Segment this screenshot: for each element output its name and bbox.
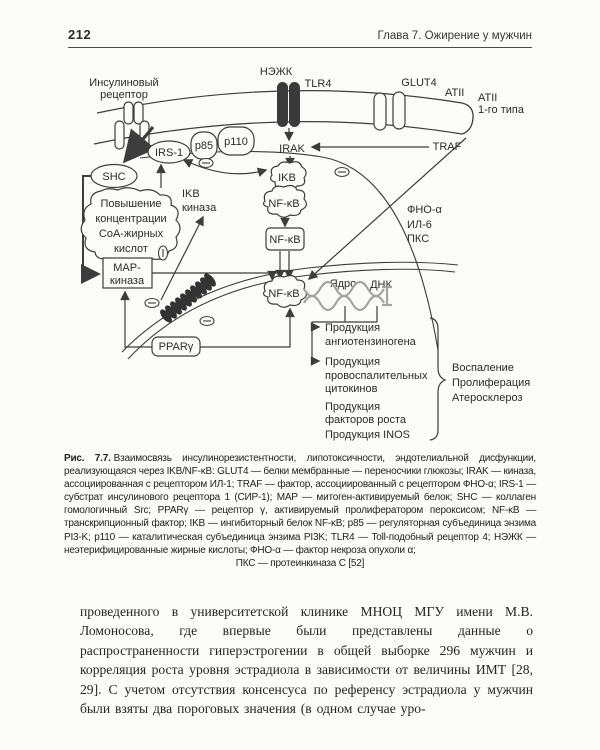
atii-receptor-label: ATII: [478, 92, 497, 104]
atii-label: ATII: [445, 87, 464, 99]
traf-label: TRAF: [433, 141, 462, 153]
nfkb-nuclear-label: NF-κB: [268, 288, 299, 300]
insulin-receptor-label: Инсулиновый: [89, 77, 158, 89]
product-3-line-2: факторов роста: [325, 414, 407, 426]
outcome-brace: [429, 317, 447, 441]
coa-cloud-text-1: Повышение: [100, 198, 161, 210]
product-3-line-1: Продукция: [325, 401, 380, 413]
ppar-label: PPARγ: [159, 341, 194, 353]
tnf-alpha-label: ФНО-α: [407, 204, 443, 216]
dna-label: ДНК: [370, 279, 392, 291]
product-4-line-1: Продукция INOS: [325, 429, 410, 441]
atii-receptor-bracket: [461, 102, 474, 135]
outcome-atherosclerosis: Атеросклероз: [452, 392, 523, 404]
coa-cloud-text-3: СоА-жирных: [99, 228, 164, 240]
irs1-label: IRS-1: [155, 147, 183, 159]
glut4-transporter: [373, 91, 406, 131]
glut4-label: GLUT4: [401, 77, 436, 89]
insulin-to-shc-arrow: [122, 125, 156, 164]
insulin-receptor-label-2: рецептор: [100, 89, 148, 101]
figure-caption-label: Рис. 7.7.: [64, 453, 111, 464]
tlr4-label: TLR4: [305, 78, 332, 90]
chapter-title: Глава 7. Ожирение у мужчин: [377, 30, 532, 42]
ikb-kinase-arrow: [160, 215, 204, 301]
product-1-line-2: ангиотензиногена: [325, 336, 417, 348]
ikb-kinase-label-1: IKB: [182, 188, 200, 200]
figure-caption: Рис. 7.7.Взаимосвязь инсулинорезистентно…: [64, 452, 536, 570]
nfkb-node-label: NF-κB: [268, 198, 299, 210]
shc-node: [90, 163, 138, 189]
outcome-proliferation: Пролиферация: [452, 377, 530, 389]
p110-node: [217, 126, 255, 156]
chromatin-coil: [160, 273, 216, 323]
p110-label: p110: [224, 136, 248, 148]
page-number: 212: [68, 27, 92, 42]
coa-cloud-text-4: кислот: [114, 243, 148, 255]
ppar-to-nfkb-arrow: [200, 307, 295, 348]
figure-caption-text: Взаимосвязь инсулинорезистентности, липо…: [64, 453, 536, 556]
coa-cloud-text-2: концентрации: [95, 213, 166, 225]
nfkb-node: [262, 184, 307, 218]
pkc-label: ПКС: [407, 233, 429, 245]
insulin-receptor: [114, 101, 150, 150]
ikb-kinase-label-2: киназа: [182, 202, 217, 214]
figure-caption-body: Рис. 7.7.Взаимосвязь инсулинорезистентно…: [64, 452, 536, 557]
map-to-nfkb-arrow: [152, 270, 277, 281]
il6-label: ИЛ-6: [407, 219, 432, 231]
body-paragraph: проведенного в университетской клинике М…: [80, 604, 533, 717]
irak-label: IRAK: [279, 143, 305, 155]
shc-label: SHC: [102, 171, 125, 183]
nfkb-box: [265, 227, 305, 251]
nucleus-label: Ядро: [330, 278, 357, 290]
outcome-inflammation: Воспаление: [452, 362, 514, 374]
figure-7-7-diagram: Инсулиновый рецептор НЭЖК TLR4 GLUT4 ATI…: [80, 66, 530, 441]
nfkb-nuclear-node: [262, 274, 307, 308]
product-2-line-1: Продукция: [325, 356, 380, 368]
irs1-node: [147, 140, 191, 164]
product-2-line-3: цитокинов: [325, 383, 378, 395]
page-header: 212 Глава 7. Ожирение у мужчин: [68, 27, 532, 48]
atii-receptor-label-2: 1-го типа: [478, 104, 525, 116]
map-kinase-box: [102, 257, 153, 289]
p85-label: p85: [195, 140, 213, 152]
nefa-label: НЭЖК: [260, 66, 293, 78]
dna-helix: [303, 280, 392, 312]
nfkb-box-label: NF-κB: [269, 234, 300, 246]
ikb-node-label: IKB: [278, 172, 296, 184]
product-1-line-1: Продукция: [325, 322, 380, 334]
irs1-ikb-double-arrow: [182, 159, 268, 177]
product-2-line-2: провоспалительных: [325, 370, 428, 382]
ppar-to-map-arrow: [120, 290, 152, 348]
tlr4-receptor: [277, 82, 300, 127]
figure-caption-last-line: ПКС — протеинкиназа С [52]: [235, 557, 365, 569]
map-kinase-label-2: киназа: [110, 275, 145, 287]
atii-tnf-signal-arrow: [307, 137, 467, 280]
inhibition-minus-icon: [144, 157, 350, 327]
map-kinase-label-1: MAP-: [113, 262, 141, 274]
